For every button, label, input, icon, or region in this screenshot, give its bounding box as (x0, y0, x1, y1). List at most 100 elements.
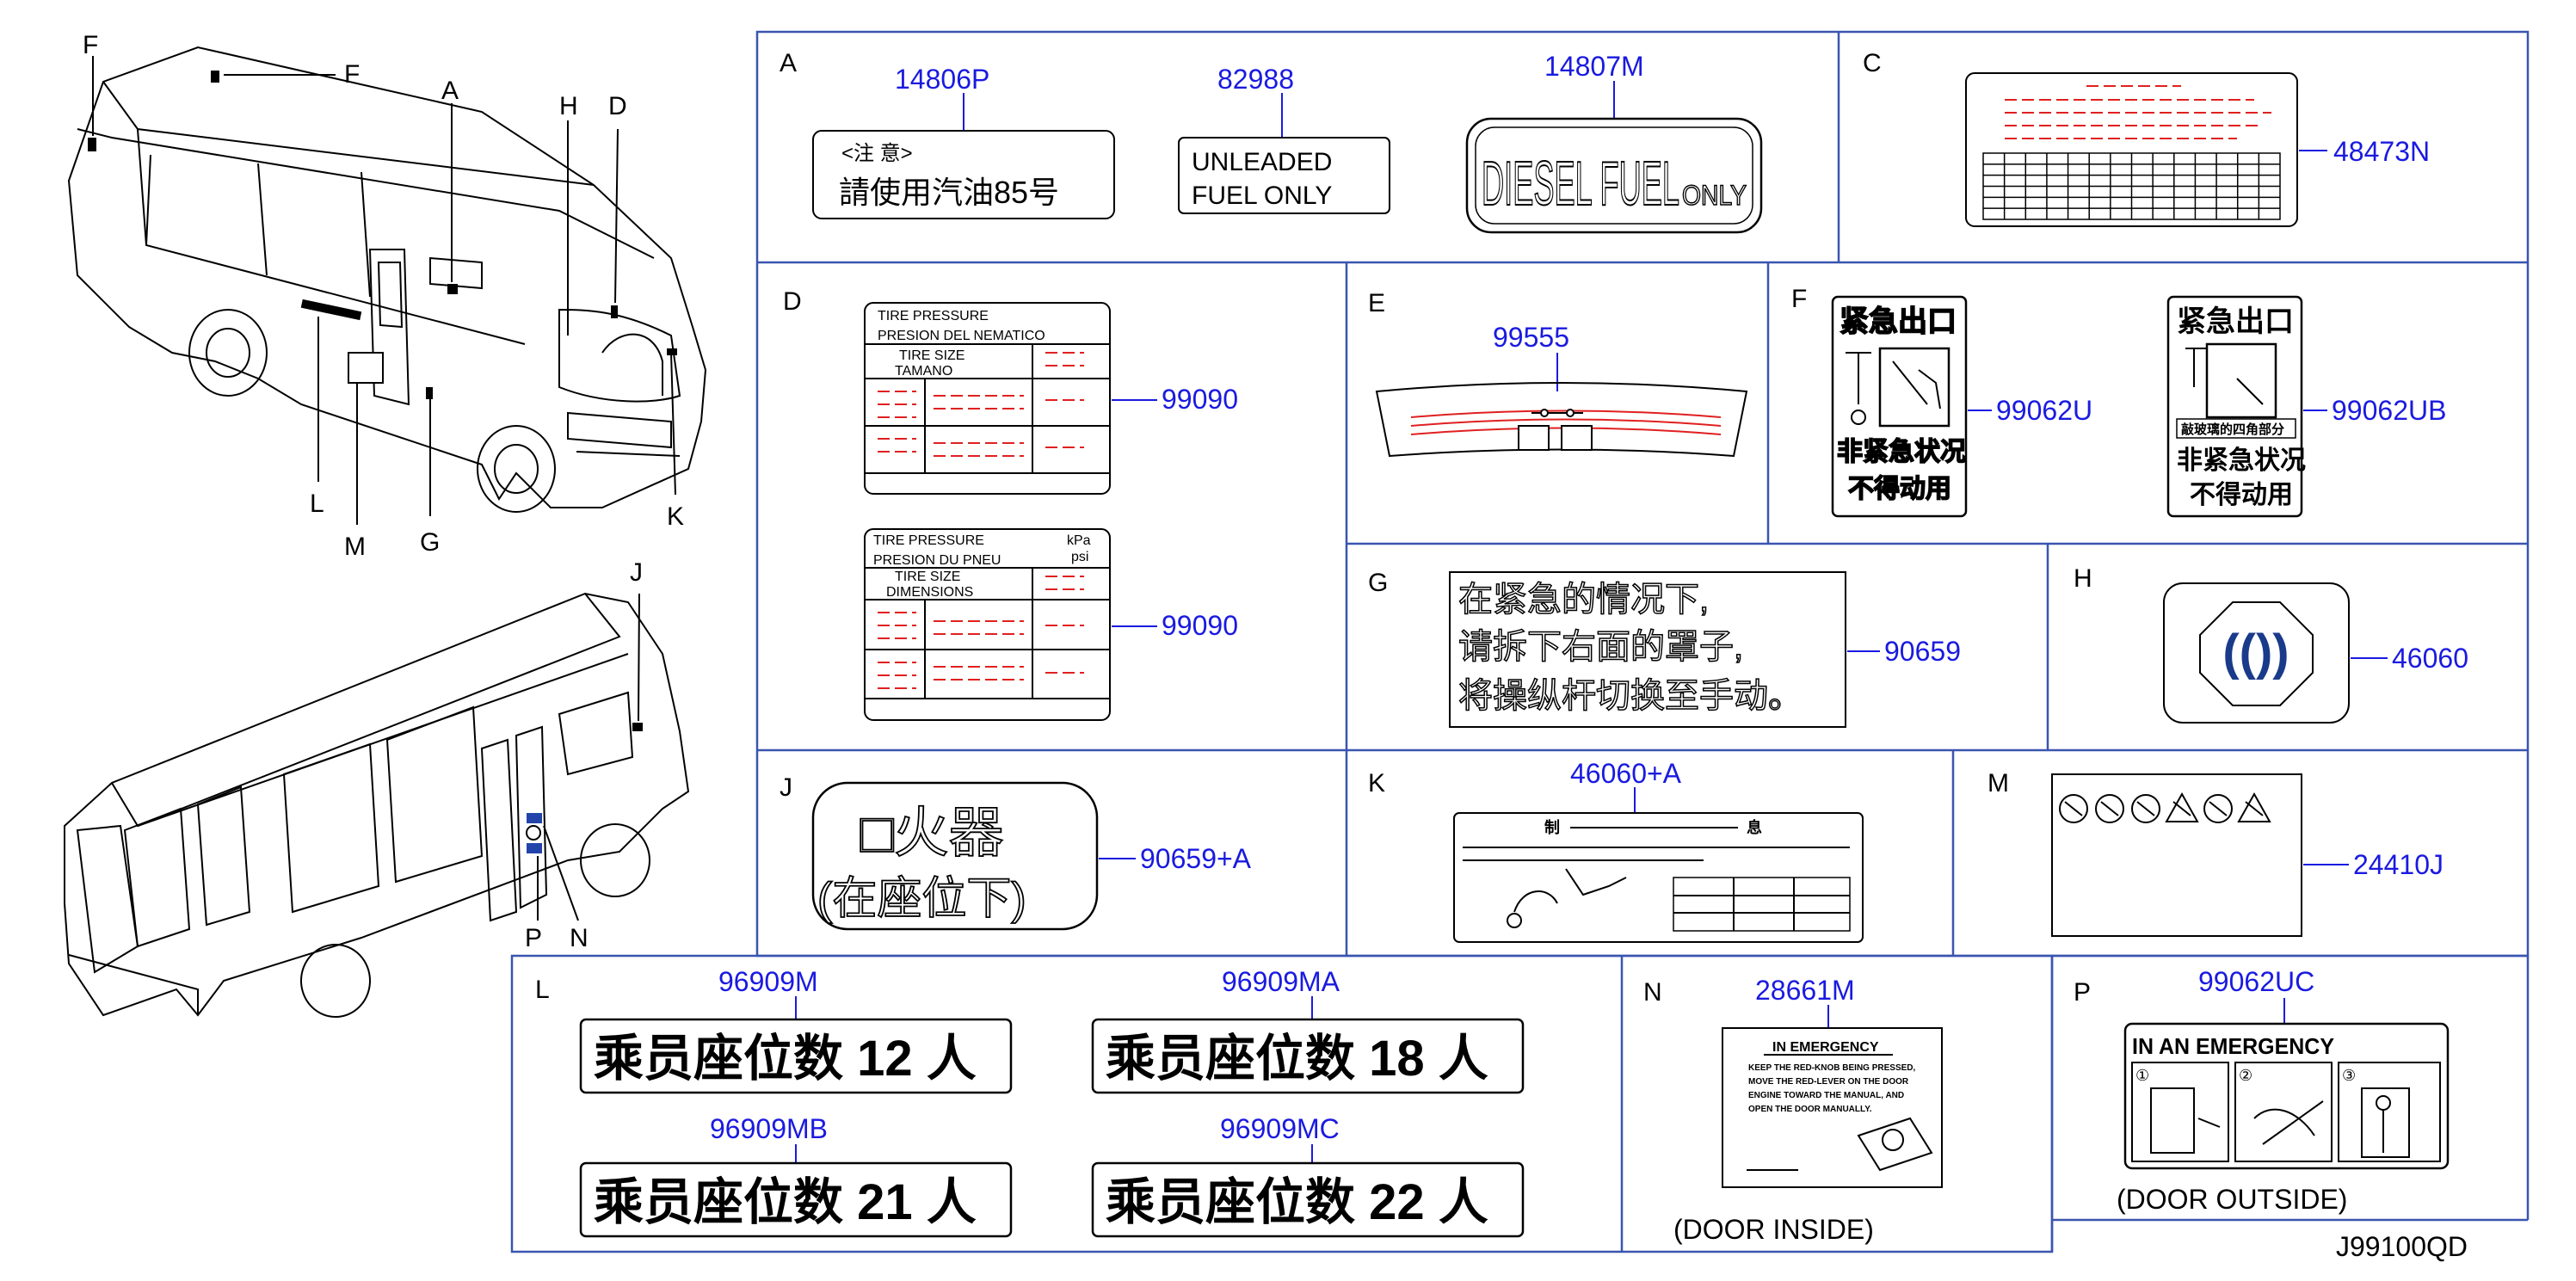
svg-text:不得动用: 不得动用 (1848, 475, 1951, 503)
label-82988-line1: UNLEADED (1192, 148, 1332, 176)
svg-text:DIMENSIONS: DIMENSIONS (886, 585, 973, 600)
panel-d-letter: D (783, 287, 802, 316)
panel-c: C 48473N (1863, 49, 2430, 227)
label-90659A (811, 781, 1099, 931)
label-14806P (812, 130, 1115, 219)
caption-door-inside: (DOOR INSIDE) (1673, 1214, 1874, 1245)
part-48473N: 48473N (2333, 136, 2430, 167)
caption-door-outside: (DOOR OUTSIDE) (2117, 1184, 2347, 1215)
panel-l: L 96909M 乘员座位数 12 人 96909MA 乘员座位数 18 人 9… (535, 966, 1525, 1238)
part-99090-a: 99090 (1162, 384, 1238, 415)
svg-text:TIRE PRESSURE: TIRE PRESSURE (873, 533, 984, 548)
part-14806P: 14806P (895, 64, 989, 95)
panel-d: D TIRE PRESSURE PRESION DEL NEMATICO TIR… (783, 287, 1238, 721)
svg-text:非紧急状况: 非紧急状况 (2177, 447, 2306, 475)
warning-pictogram-icon (2095, 794, 2124, 823)
panel-c-letter: C (1863, 49, 1882, 77)
bus-front-view: F F A H D L M G K (67, 31, 707, 561)
svg-text:IN AN EMERGENCY: IN AN EMERGENCY (2132, 1033, 2334, 1059)
panel-j: J □火器 (在座位下) 90659+A (780, 773, 1252, 931)
callout-g: G (420, 528, 440, 557)
svg-text:将操纵杆切换至手动。: 将操纵杆切换至手动。 (1458, 677, 1803, 715)
svg-text:不得动用: 不得动用 (2190, 481, 2293, 509)
callout-f2: F (344, 60, 360, 89)
part-96909MC: 96909MC (1220, 1113, 1340, 1144)
svg-text:请拆下右面的罩子,: 请拆下右面的罩子, (1458, 628, 1743, 666)
svg-text:kPa: kPa (1067, 533, 1091, 548)
panel-p-letter: P (2074, 978, 2091, 1007)
svg-text:制: 制 (1544, 819, 1560, 836)
svg-text:TIRE SIZE: TIRE SIZE (899, 348, 964, 363)
svg-text:PRESION DU PNEU: PRESION DU PNEU (873, 553, 1001, 568)
svg-text:息: 息 (1747, 818, 1762, 836)
part-82988: 82988 (1217, 64, 1294, 95)
svg-text:①: ① (2135, 1067, 2149, 1084)
label-99062UB (2166, 295, 2303, 518)
part-96909MA: 96909MA (1222, 966, 1340, 997)
panel-k: K 46060+A 制 息 (1368, 758, 1864, 943)
label-46060 (2163, 582, 2350, 724)
part-99062UC: 99062UC (2198, 966, 2314, 997)
part-99555: 99555 (1493, 322, 1569, 353)
label-96909M (579, 1018, 1013, 1094)
warning-pictogram-icon (2165, 791, 2199, 822)
callout-a: A (441, 77, 459, 105)
svg-text:□火器: □火器 (860, 802, 1004, 864)
part-46060: 46060 (2392, 643, 2468, 674)
panel-m-letter: M (1987, 769, 2009, 798)
callout-n: N (570, 924, 589, 952)
panel-e-letter: E (1368, 289, 1385, 317)
label-14806P-line2: 請使用汽油85号 (839, 175, 1059, 210)
part-14807M: 14807M (1544, 51, 1644, 82)
callout-d: D (608, 92, 627, 120)
label-96909MB (579, 1161, 1013, 1238)
label-14807M-small: ONLY (1682, 180, 1747, 211)
panel-f: F 紧急出口 非紧急状况 不得动用 99062U 紧急出口 敲玻璃的四角部分 非… (1791, 285, 2446, 518)
part-99062UB: 99062UB (2332, 395, 2446, 426)
svg-text:敲玻璃的四角部分: 敲玻璃的四角部分 (2181, 422, 2284, 437)
part-24410J: 24410J (2353, 849, 2444, 880)
label-99062UC (2123, 1022, 2450, 1170)
panel-a-letter: A (780, 49, 797, 77)
svg-text:乘员座位数 22 人: 乘员座位数 22 人 (1106, 1174, 1488, 1230)
label-14807M-main: DIESEL FUEL (1482, 150, 1679, 219)
svg-text:TIRE SIZE: TIRE SIZE (895, 570, 960, 584)
part-96909M: 96909M (718, 966, 818, 997)
part-90659A: 90659+A (1140, 843, 1252, 874)
svg-text:KEEP THE RED-KNOB BEING PRESSE: KEEP THE RED-KNOB BEING PRESSED, (1748, 1063, 1916, 1073)
panel-k-letter: K (1368, 769, 1385, 798)
warning-pictogram-icon (2237, 791, 2271, 822)
part-90659: 90659 (1884, 636, 1961, 667)
panel-n: N 28661M IN EMERGENCY KEEP THE RED-KNOB … (1643, 975, 1943, 1245)
label-82988 (1178, 137, 1390, 214)
callout-h: H (559, 92, 578, 120)
label-82988-line2: FUEL ONLY (1192, 182, 1332, 210)
label-28661M (1722, 1027, 1943, 1188)
callout-l: L (310, 490, 324, 518)
label-90659 (1449, 571, 1846, 728)
label-96909MC (1091, 1161, 1525, 1238)
label-99090-b (864, 528, 1111, 721)
bus-rear-view: J P N (64, 558, 690, 1018)
svg-text:紧急出口: 紧急出口 (1840, 305, 1957, 338)
label-46060A (1453, 812, 1864, 943)
part-99062U: 99062U (1996, 395, 2092, 426)
part-99090-b: 99090 (1162, 610, 1238, 641)
panel-h: H (()) 46060 (2074, 564, 2468, 724)
panel-p: P 99062UC IN AN EMERGENCY ① ② ③ (DOOR OU… (2074, 966, 2450, 1215)
part-96909MB: 96909MB (710, 1113, 828, 1144)
svg-text:psi: psi (1071, 550, 1088, 564)
label-99062U (1831, 295, 1968, 518)
label-14807M (1465, 117, 1763, 234)
part-28661M: 28661M (1755, 975, 1855, 1006)
panel-m: M 24410J (1987, 769, 2444, 937)
label-99090-a (864, 302, 1111, 495)
svg-text:PRESION DEL NEMATICO: PRESION DEL NEMATICO (878, 329, 1045, 343)
svg-text:OPEN THE DOOR MANUALLY.: OPEN THE DOOR MANUALLY. (1748, 1105, 1872, 1114)
label-14806P-line1: <注 意> (841, 142, 913, 165)
warning-pictogram-icon (2059, 794, 2088, 823)
panel-grid (510, 30, 2530, 1253)
diagram-code: J99100QD (2336, 1231, 2468, 1262)
svg-text:MOVE THE RED-LEVER ON THE DOOR: MOVE THE RED-LEVER ON THE DOOR (1748, 1077, 1909, 1087)
